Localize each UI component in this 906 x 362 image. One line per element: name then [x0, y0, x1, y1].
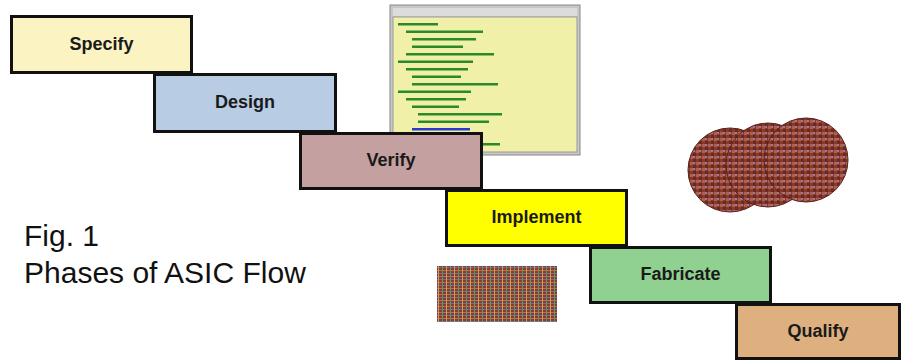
phase-label: Specify — [69, 35, 133, 55]
phase-box: Specify — [10, 15, 193, 74]
phase-box: Design — [153, 73, 337, 133]
code-line — [406, 68, 468, 71]
code-line — [406, 53, 494, 56]
code-line — [412, 128, 470, 131]
code-line — [406, 31, 483, 34]
code-line — [412, 76, 461, 79]
phase-label: Qualify — [787, 322, 848, 342]
figure-caption: Fig. 1 Phases of ASIC Flow — [24, 218, 306, 291]
code-line — [398, 61, 473, 64]
phase-box: Implement — [445, 189, 628, 247]
wafer-stack — [688, 118, 848, 212]
code-line — [406, 98, 466, 101]
code-line — [398, 23, 438, 26]
phase-label: Design — [215, 93, 275, 113]
code-line — [412, 106, 459, 109]
phase-box: Qualify — [735, 303, 901, 360]
phase-label: Fabricate — [640, 265, 720, 285]
code-line — [412, 83, 498, 86]
phase-box: Fabricate — [589, 246, 772, 304]
code-line — [418, 121, 489, 124]
code-line — [418, 113, 502, 116]
chip-layout — [437, 266, 557, 322]
code-line — [412, 38, 476, 41]
code-line — [398, 91, 471, 94]
phase-label: Verify — [366, 151, 415, 171]
phase-box: Verify — [299, 132, 483, 190]
phase-label: Implement — [491, 208, 581, 228]
code-line — [412, 46, 463, 49]
